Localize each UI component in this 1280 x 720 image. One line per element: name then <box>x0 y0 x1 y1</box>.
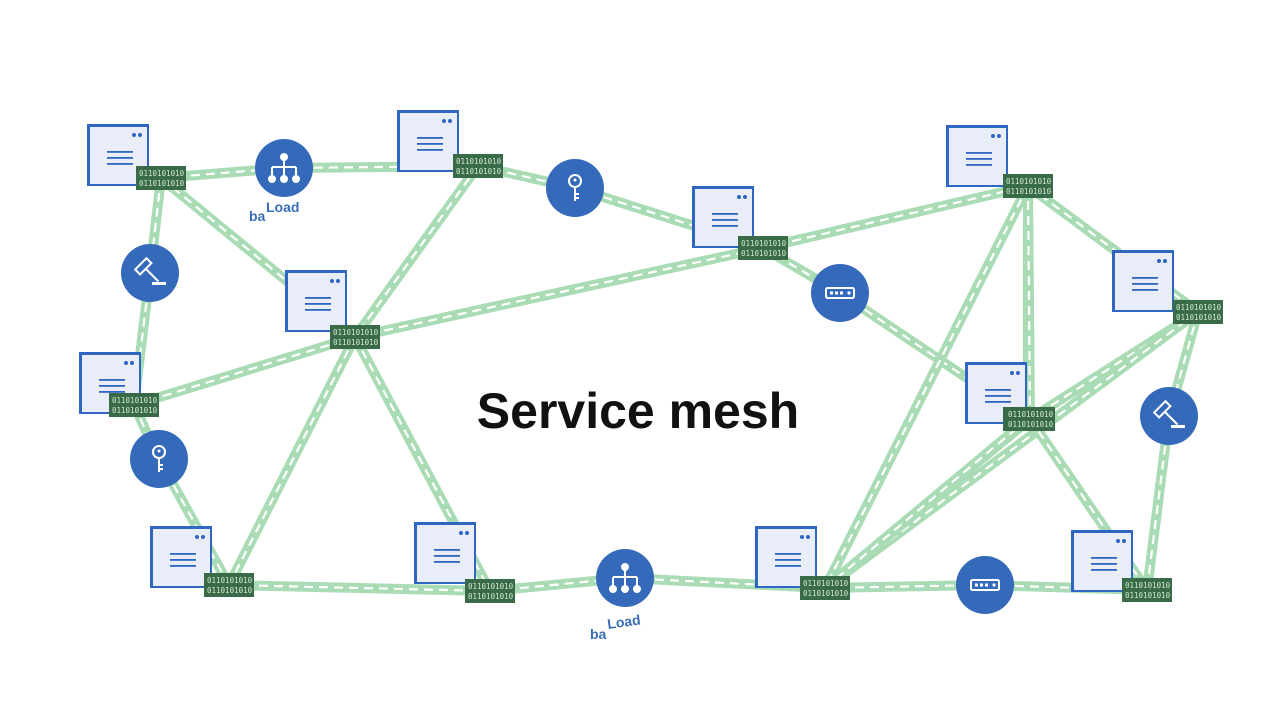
mesh-link-dash <box>158 458 230 586</box>
label-fragment: Load <box>266 199 299 215</box>
key-node <box>546 159 604 217</box>
load-balancer-label-1: ba Load <box>249 199 299 224</box>
mesh-link-dash <box>824 311 1199 589</box>
mesh-link-dash <box>1026 185 1032 420</box>
diagram-title: Service mesh <box>477 383 799 439</box>
label-fragment: Load <box>606 611 641 632</box>
gavel-node <box>121 244 179 302</box>
sidecar-proxy <box>800 576 850 600</box>
gavel-icon <box>133 256 166 285</box>
sidecar-proxy <box>1173 300 1223 324</box>
mesh-link <box>224 580 495 596</box>
mesh-link-dash <box>824 185 1029 589</box>
service-page-icon <box>946 125 1008 187</box>
network-switch-node <box>956 556 1014 614</box>
load-balancer-node <box>596 549 654 607</box>
sidecar-proxy <box>1003 174 1053 198</box>
service-page-icon <box>397 110 459 172</box>
mesh-link-dash <box>133 335 356 407</box>
key-icon <box>152 445 166 472</box>
mesh-link-dash <box>824 583 986 590</box>
service-page-icon <box>285 270 347 332</box>
load-balancer-icon <box>268 153 300 183</box>
mesh-link-dash <box>1027 185 1199 313</box>
sidecar-proxy <box>109 393 159 417</box>
mesh-link <box>1142 411 1174 595</box>
key-icon <box>568 174 582 201</box>
mesh-link-dash <box>160 177 356 338</box>
load-balancer-icon <box>609 563 641 593</box>
mesh-link-dash <box>354 336 491 592</box>
gavel-node <box>1140 387 1198 445</box>
service-page-icon <box>1112 250 1174 312</box>
sidecar-proxy <box>1005 407 1055 431</box>
mesh-link-dash <box>1167 311 1200 417</box>
mesh-link-dash <box>228 583 491 593</box>
mesh-link-dash <box>228 336 356 586</box>
mesh-link-dash <box>354 246 764 339</box>
mesh-links <box>129 161 1203 596</box>
mesh-link-dash <box>354 165 479 338</box>
mesh-link-dash <box>283 164 479 170</box>
sidecar-proxy <box>738 236 788 260</box>
label-fragment: ba <box>590 626 607 642</box>
service-page-icon <box>414 522 476 584</box>
network-switch-node <box>811 264 869 322</box>
load-balancer-node <box>255 139 313 197</box>
load-balancer-label-2: ba Load <box>590 611 642 642</box>
sidecar-proxy <box>453 154 503 178</box>
mesh-link-dash <box>762 184 1029 250</box>
mesh-link-dash <box>574 186 764 250</box>
mesh-nodes <box>121 139 1198 614</box>
service-page-icon <box>150 526 212 588</box>
sidecar-proxy <box>1122 578 1172 602</box>
network-switch-icon <box>825 287 855 299</box>
sidecar-proxy <box>136 166 186 190</box>
mesh-link <box>820 414 1033 593</box>
sidecar-proxy <box>204 573 254 597</box>
label-fragment: ba <box>249 208 266 224</box>
gavel-icon <box>1152 399 1185 428</box>
sidecar-proxy <box>465 579 515 603</box>
key-node <box>130 430 188 488</box>
sidecar-proxy <box>330 325 380 349</box>
network-switch-icon <box>970 579 1000 591</box>
